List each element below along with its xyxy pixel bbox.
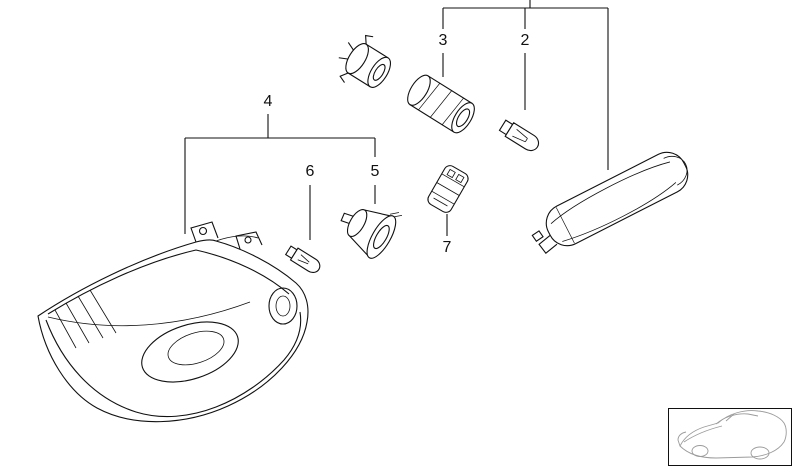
callout-3[interactable]: 3	[436, 32, 450, 49]
indicator-bulb-large	[498, 119, 540, 152]
callout-4[interactable]: 4	[261, 93, 275, 110]
callout-2[interactable]: 2	[518, 32, 532, 49]
indicator-bulb-small	[284, 245, 321, 274]
callout-leader-lines	[184, 0, 609, 240]
callout-7[interactable]: 7	[440, 239, 454, 256]
bulb-holder-cylinder	[407, 74, 475, 134]
callout-6[interactable]: 6	[303, 163, 317, 180]
side-marker-lamp	[531, 151, 689, 254]
car-position-inset	[668, 408, 792, 466]
car-outline-icon	[677, 410, 787, 460]
bulb-socket-connector	[338, 34, 392, 88]
lamp-socket-insert	[427, 165, 469, 213]
front-turn-signal-lamp	[37, 221, 309, 423]
callout-5[interactable]: 5	[368, 163, 382, 180]
bulb-socket	[340, 208, 403, 259]
